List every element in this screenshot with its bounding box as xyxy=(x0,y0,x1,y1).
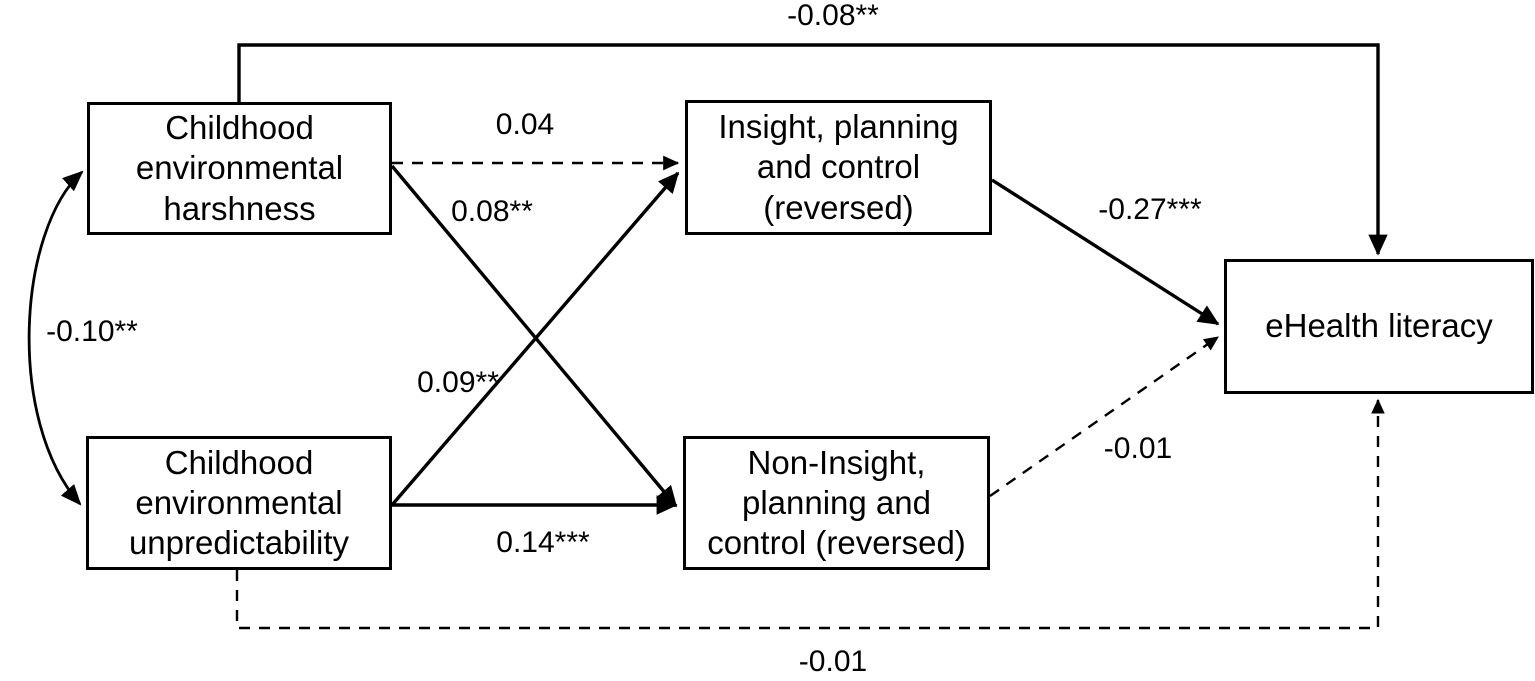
node-ehealth-literacy[interactable]: eHealth literacy xyxy=(1224,259,1534,394)
node-label: Childhood environmental unpredictability xyxy=(128,443,350,562)
edge-label-unpredictability-to-noninsight: 0.14*** xyxy=(496,526,590,559)
edge-label-harshness-to-ehealth: -0.08** xyxy=(787,0,879,32)
node-label: eHealth literacy xyxy=(1265,307,1493,345)
edge-harshness-to-noninsight xyxy=(390,164,678,508)
edge-label-insight-to-ehealth: -0.27*** xyxy=(1098,193,1202,226)
edge-label-noninsight-to-ehealth: -0.01 xyxy=(1103,432,1173,465)
edge-noninsight-to-ehealth xyxy=(989,336,1219,497)
node-childhood-environmental-harshness[interactable]: Childhood environmental harshness xyxy=(87,102,392,235)
edge-unpredictability-to-ehealth xyxy=(235,398,1385,630)
edge-harshness-to-ehealth xyxy=(237,43,1388,256)
edge-harshness-unpredictability-covariance xyxy=(27,170,84,506)
edge-label-harshness-to-noninsight: 0.08** xyxy=(451,195,533,228)
edge-unpredictability-to-insight xyxy=(390,171,680,507)
edge-label-harshness-to-insight: 0.04 xyxy=(495,108,555,141)
node-insight-planning-and-control[interactable]: Insight, planning and control (reversed) xyxy=(685,100,992,235)
node-childhood-environmental-unpredictability[interactable]: Childhood environmental unpredictability xyxy=(86,436,392,570)
node-label: Insight, planning and control (reversed) xyxy=(718,108,959,226)
node-label: Childhood environmental harshness xyxy=(135,109,344,227)
edge-label-harshness-unpredictability-covariance: -0.10** xyxy=(46,315,138,348)
edge-insight-to-ehealth xyxy=(991,178,1220,326)
node-non-insight-planning-and-control[interactable]: Non-Insight, planning and control (rever… xyxy=(683,436,990,570)
node-label: Non-Insight, planning and control (rever… xyxy=(707,443,966,562)
edge-label-unpredictability-to-insight: 0.09** xyxy=(417,366,499,399)
edge-label-unpredictability-to-ehealth: -0.01 xyxy=(798,645,868,678)
